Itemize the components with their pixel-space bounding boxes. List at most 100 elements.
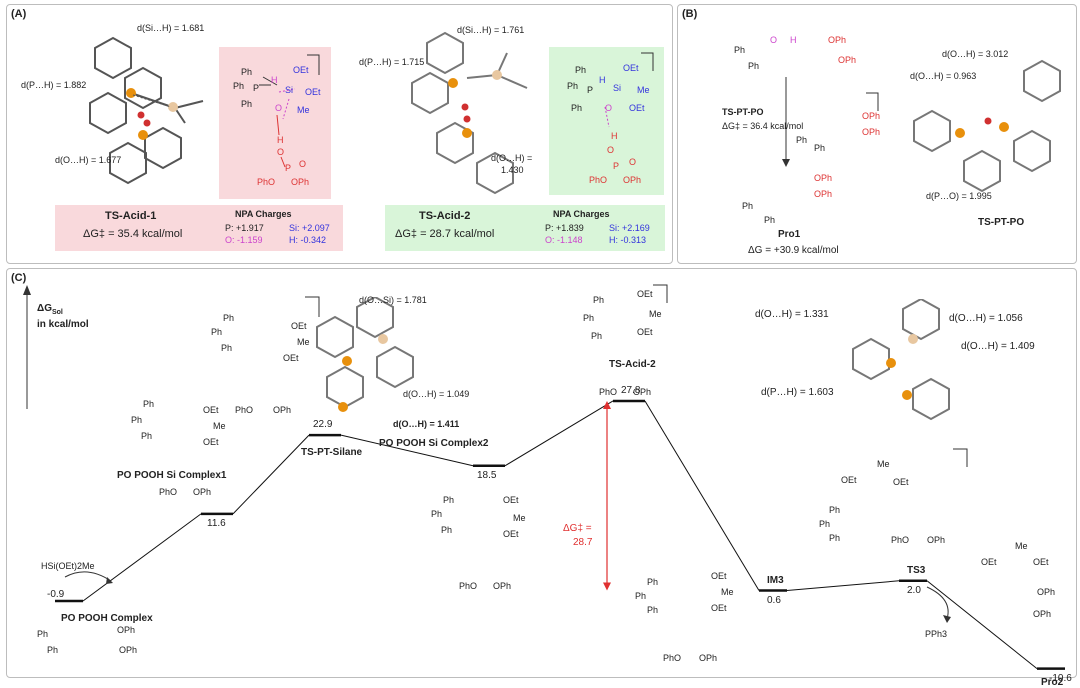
- s-ts3-ph2: Ph: [819, 519, 831, 529]
- s-acid2-pho: PhO: [599, 387, 618, 397]
- s-c2-oet2: OEt: [503, 529, 519, 539]
- b-o-top: O: [770, 35, 778, 45]
- s-c1-ph2: Ph: [131, 415, 143, 425]
- state-value-0: -0.9: [47, 589, 65, 600]
- state-label-0: PO POOH Complex: [61, 613, 153, 624]
- b-h-top: H: [790, 35, 797, 45]
- ts2-s-me: Me: [637, 85, 650, 95]
- state-label-6: TS3: [907, 564, 926, 576]
- ts2-s-pho: PhO: [589, 175, 608, 185]
- b-pro1-dg: ΔG = +30.9 kcal/mol: [748, 245, 839, 256]
- state-value-7: -10.6: [1049, 672, 1072, 684]
- s-ts-silane-oet1: OEt: [291, 321, 307, 331]
- s-pro2-eto: OEt: [981, 557, 997, 567]
- s-c1-pho: PhO: [159, 487, 178, 497]
- ts-acid-1-scheme: Ph Ph Ph P H Si OEt OEt Me O H O P O PhO…: [219, 47, 331, 199]
- panel-b: (B) Ph Ph O H OPh OPh TS-PT-PO ΔG‡ = 36.…: [677, 4, 1077, 264]
- ts2-npa-h: H: -0.313: [609, 235, 647, 245]
- b-ts-oph-1: OPh: [862, 111, 881, 121]
- energy-profile: [23, 284, 1065, 670]
- ts3-d1: d(O…H) = 1.331: [755, 309, 829, 320]
- s-pro2-me: Me: [1015, 541, 1028, 551]
- ts1-s-oet2: OEt: [305, 87, 321, 97]
- silane-d1: d(O…Si) = 1.781: [359, 295, 427, 305]
- ts1-s-si: Si: [285, 85, 294, 95]
- ts3-d3: d(O…H) = 1.409: [961, 341, 1035, 352]
- ts2-dist-p-h: d(P…H) = 1.715: [359, 57, 425, 67]
- s-im3-me: Me: [721, 587, 734, 597]
- state-value-6: 2.0: [907, 584, 921, 596]
- state-label-7: Pro2: [1041, 676, 1064, 688]
- s-c2-ph3: Ph: [441, 525, 453, 535]
- s-c2-ph2: Ph: [431, 509, 443, 519]
- s-ts-silane-oet2: OEt: [283, 353, 299, 363]
- barrier-arrow-head-0: [603, 400, 611, 409]
- ts-pt-silane-structure: [307, 297, 427, 427]
- y-axis-title: ΔGSol: [37, 303, 63, 318]
- ts1-s-me: Me: [297, 105, 310, 115]
- ts1-s-o1: O: [275, 103, 283, 113]
- ts1-dist-si-h: d(Si…H) = 1.681: [137, 23, 205, 33]
- s-acid2-oph: OPh: [633, 387, 652, 397]
- ts1-s-h: H: [271, 75, 278, 85]
- ts1-dist-p-h: d(P…H) = 1.882: [21, 80, 87, 90]
- s-ts3-oet1: OEt: [841, 475, 857, 485]
- s-im3-pho: PhO: [663, 653, 682, 663]
- panel-c: (C) ΔGSol in kcal/mol HSi(OEt)2Me PPh3 P…: [6, 268, 1077, 688]
- b-dist2: d(O…H) = 0.963: [910, 71, 977, 81]
- s-ts-silane-ph2: Ph: [211, 327, 223, 337]
- s-im3-ph1: Ph: [647, 577, 659, 587]
- state-label-1: PO POOH Si Complex1: [117, 469, 227, 481]
- ts2-dg: ΔG‡ = 28.7 kcal/mol: [395, 228, 495, 240]
- ts-acid-1-structure: [85, 23, 215, 188]
- s-c1-ph1: Ph: [143, 399, 155, 409]
- ts2-s-h2: H: [611, 131, 618, 141]
- connector-6: [786, 580, 900, 592]
- s-ts3-oph: OPh: [927, 535, 946, 545]
- state-value-4: 27.8: [621, 384, 641, 396]
- ts2-s-oet2: OEt: [629, 103, 645, 113]
- s-acid2-oet1: OEt: [637, 289, 653, 299]
- panel-b-title: (B): [682, 8, 698, 20]
- ts3-d2: d(O…H) = 1.056: [949, 313, 1023, 324]
- s-ts-silane-ph1: Ph: [223, 313, 235, 323]
- ts2-s-p2: P: [613, 161, 620, 171]
- s-start-oph2: OPh: [119, 645, 138, 655]
- s-im3-oet2: OEt: [711, 603, 727, 613]
- connector-4: [504, 400, 614, 467]
- y-axis-arrow-head: [23, 285, 31, 295]
- state-value-3: 18.5: [477, 469, 497, 481]
- state-value-1: 11.6: [207, 517, 226, 529]
- ts1-npa-h: H: -0.342: [289, 235, 327, 245]
- b-oph-top-2: OPh: [838, 55, 857, 65]
- connector-7: [926, 580, 1038, 669]
- s-im3-oet1: OEt: [711, 571, 727, 581]
- ts2-s-o1: O: [605, 103, 613, 113]
- s-im3-ph3: Ph: [647, 605, 659, 615]
- ts2-s-oph: OPh: [623, 175, 642, 185]
- ts-pt-po-structure: [904, 51, 1064, 211]
- ts1-s-oet1: OEt: [293, 65, 309, 75]
- s-im3-ph2: Ph: [635, 591, 647, 601]
- b-pro1-ph-1: Ph: [742, 201, 754, 211]
- ts1-s-pho: PhO: [257, 177, 276, 187]
- y-axis-delta: ΔG: [37, 303, 52, 314]
- barrier-value: 28.7: [573, 537, 593, 548]
- ts2-s-si: Si: [613, 83, 622, 93]
- s-acid2-ph1: Ph: [593, 295, 605, 305]
- s-start-ph1: Ph: [37, 629, 49, 639]
- ts2-npa-si: Si: +2.169: [609, 223, 650, 233]
- s-ts-silane-me: Me: [297, 337, 310, 347]
- connector-5: [644, 400, 760, 591]
- ts1-s-ph1: Ph: [241, 67, 253, 77]
- s-ts-silane-ph3: Ph: [221, 343, 233, 353]
- ts1-s-p2: P: [285, 163, 292, 173]
- ts2-s-ph3: Ph: [571, 103, 583, 113]
- s-c1-ph3: Ph: [141, 431, 153, 441]
- s-c2-oph: OPh: [493, 581, 512, 591]
- ts1-s-ph3: Ph: [241, 99, 253, 109]
- ts2-s-ph2: Ph: [567, 81, 579, 91]
- s-c1-oph: OPh: [193, 487, 212, 497]
- ts2-s-o2: O: [607, 145, 615, 155]
- s-acid2-ph3: Ph: [591, 331, 603, 341]
